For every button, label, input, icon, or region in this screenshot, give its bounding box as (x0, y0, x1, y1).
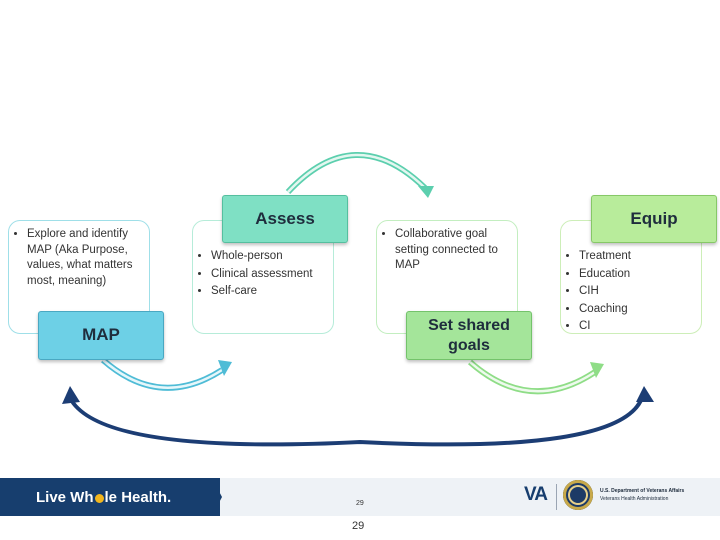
goals-bullet: Collaborative goal setting connected to … (395, 227, 513, 274)
return-arrow-left-head (62, 386, 80, 404)
va-seal-icon (563, 480, 593, 510)
assess-bullet-3: Self-care (211, 284, 333, 300)
assess-header: Assess (222, 195, 348, 243)
map-title: MAP (82, 325, 120, 345)
map-header: MAP (38, 311, 164, 360)
equip-header: Equip (591, 195, 717, 243)
equip-bullet-1: Treatment (579, 249, 701, 265)
assess-bullet-2: Clinical assessment (211, 267, 333, 283)
goals-card: Collaborative goal setting connected to … (376, 220, 518, 334)
equip-bullet-2: Education (579, 267, 701, 283)
arrow-assess-to-goals-head (418, 186, 434, 198)
va-logo: VA (524, 484, 548, 506)
brand-cap (212, 478, 222, 516)
brand-text-start: Live Wh (36, 488, 94, 506)
equip-bullet-4: Coaching (579, 302, 701, 318)
assess-title: Assess (255, 208, 315, 228)
equip-bullet-3: CIH (579, 284, 701, 300)
return-arrow (68, 397, 644, 447)
footer-page-small: 29 (356, 500, 364, 507)
dept-line-2: Veterans Health Administration (600, 496, 669, 502)
assess-bullet-1: Whole-person (211, 249, 333, 265)
va-logo-text: VA (524, 484, 548, 505)
page-number: 29 (352, 520, 365, 532)
brand-logo: Live Wh le Health. (0, 478, 220, 516)
brand-text-end: le Health. (104, 488, 172, 506)
dept-name: U.S. Department of Veterans Affairs Vete… (600, 487, 710, 503)
footer-divider (556, 484, 557, 510)
map-bullet: Explore and identify MAP (Aka Purpose, v… (27, 227, 145, 289)
equip-bullet-5: CI (579, 319, 701, 335)
return-arrow-right-head (636, 386, 654, 402)
dept-line-1: U.S. Department of Veterans Affairs (600, 488, 685, 494)
brand-dot-icon (94, 493, 104, 503)
goals-title: Set shared goals (428, 317, 510, 354)
arrow-map-to-assess-head (218, 360, 232, 376)
goals-header: Set shared goals (406, 311, 532, 360)
arrow-goals-to-equip-head (590, 362, 604, 378)
equip-title: Equip (630, 208, 678, 228)
